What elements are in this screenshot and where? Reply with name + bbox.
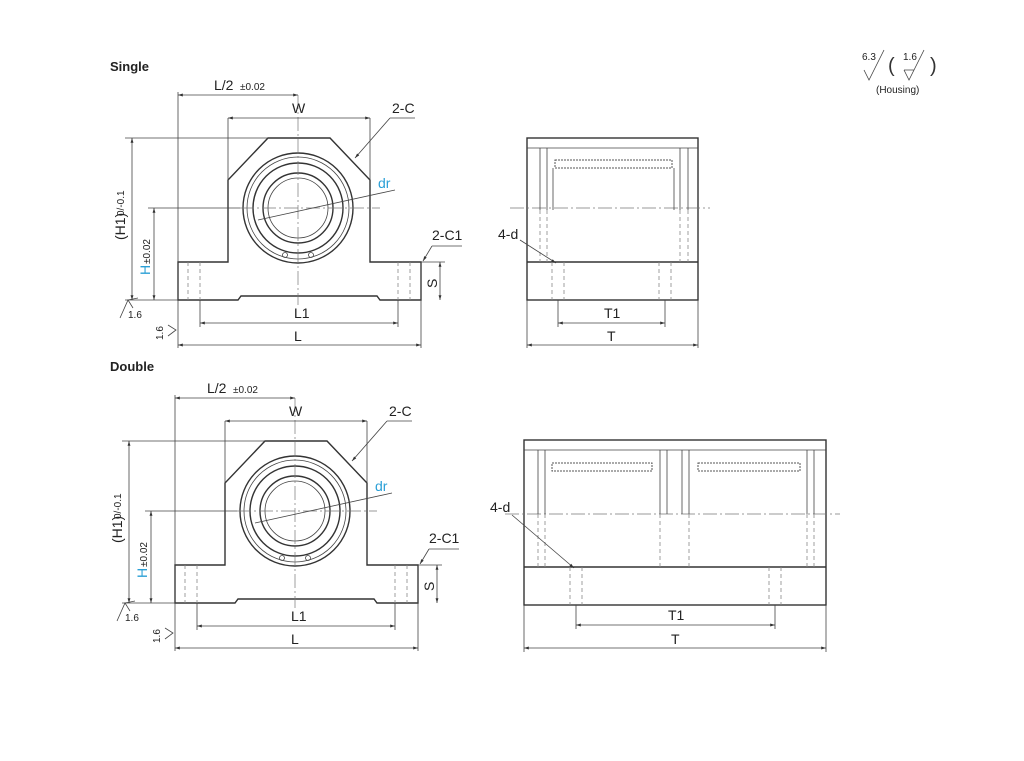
svg-text:S: S [421, 582, 437, 591]
svg-text:(H1): (H1) [109, 516, 125, 543]
svg-text:H: H [137, 265, 153, 275]
svg-text:T: T [671, 631, 680, 647]
svg-text:L1: L1 [291, 608, 307, 624]
double-side-view: 4-d T1 T [490, 439, 840, 652]
svg-text:4-d: 4-d [490, 499, 510, 515]
svg-text:T1: T1 [668, 607, 685, 623]
svg-text:H: H [134, 568, 150, 578]
svg-text:L1: L1 [294, 305, 310, 321]
surface-finish-symbol: 6.3 ( 1.6 ) (Housing) [862, 49, 937, 96]
svg-text:S: S [424, 279, 440, 288]
svg-text:±0.02: ±0.02 [142, 239, 153, 264]
svg-text:dr: dr [378, 175, 391, 191]
housing-label: (Housing) [876, 85, 919, 96]
single-front-view: L/2 ±0.02 W 2-C dr 2-C1 L1 L S (H1)0/-0.… [112, 77, 463, 348]
svg-text:L: L [291, 631, 299, 647]
svg-text:2-C1: 2-C1 [432, 227, 463, 243]
section-title-single: Single [110, 59, 149, 74]
svg-text:2-C: 2-C [392, 100, 415, 116]
svg-text:L/2: L/2 [214, 77, 234, 93]
svg-text:6.3: 6.3 [862, 52, 876, 63]
svg-text:±0.02: ±0.02 [139, 542, 150, 567]
single-side-view: 4-d T1 T [498, 137, 710, 348]
double-front-view: L/2 ±0.02 W 2-C dr 2-C1 L1 L S (H1)0/-0.… [109, 380, 460, 651]
svg-text:1.6: 1.6 [903, 52, 917, 63]
svg-text:±0.02: ±0.02 [233, 385, 258, 396]
svg-text:0/-0.1: 0/-0.1 [116, 190, 127, 216]
svg-text:T: T [607, 328, 616, 344]
svg-text:4-d: 4-d [498, 226, 518, 242]
svg-text:L: L [294, 328, 302, 344]
section-title-double: Double [110, 359, 154, 374]
svg-text:): ) [930, 55, 937, 77]
svg-text:1.6: 1.6 [155, 326, 166, 340]
svg-text:1.6: 1.6 [152, 629, 163, 643]
svg-text:dr: dr [375, 478, 388, 494]
svg-text:W: W [289, 403, 303, 419]
svg-text:(: ( [888, 55, 895, 77]
svg-text:1.6: 1.6 [125, 613, 139, 624]
svg-text:2-C1: 2-C1 [429, 530, 460, 546]
svg-text:2-C: 2-C [389, 403, 412, 419]
svg-text:1.6: 1.6 [128, 310, 142, 321]
svg-text:L/2: L/2 [207, 380, 227, 396]
svg-text:±0.02: ±0.02 [240, 82, 265, 93]
svg-text:W: W [292, 100, 306, 116]
svg-text:(H1): (H1) [112, 213, 128, 240]
svg-text:0/-0.1: 0/-0.1 [113, 493, 124, 519]
svg-text:T1: T1 [604, 305, 621, 321]
